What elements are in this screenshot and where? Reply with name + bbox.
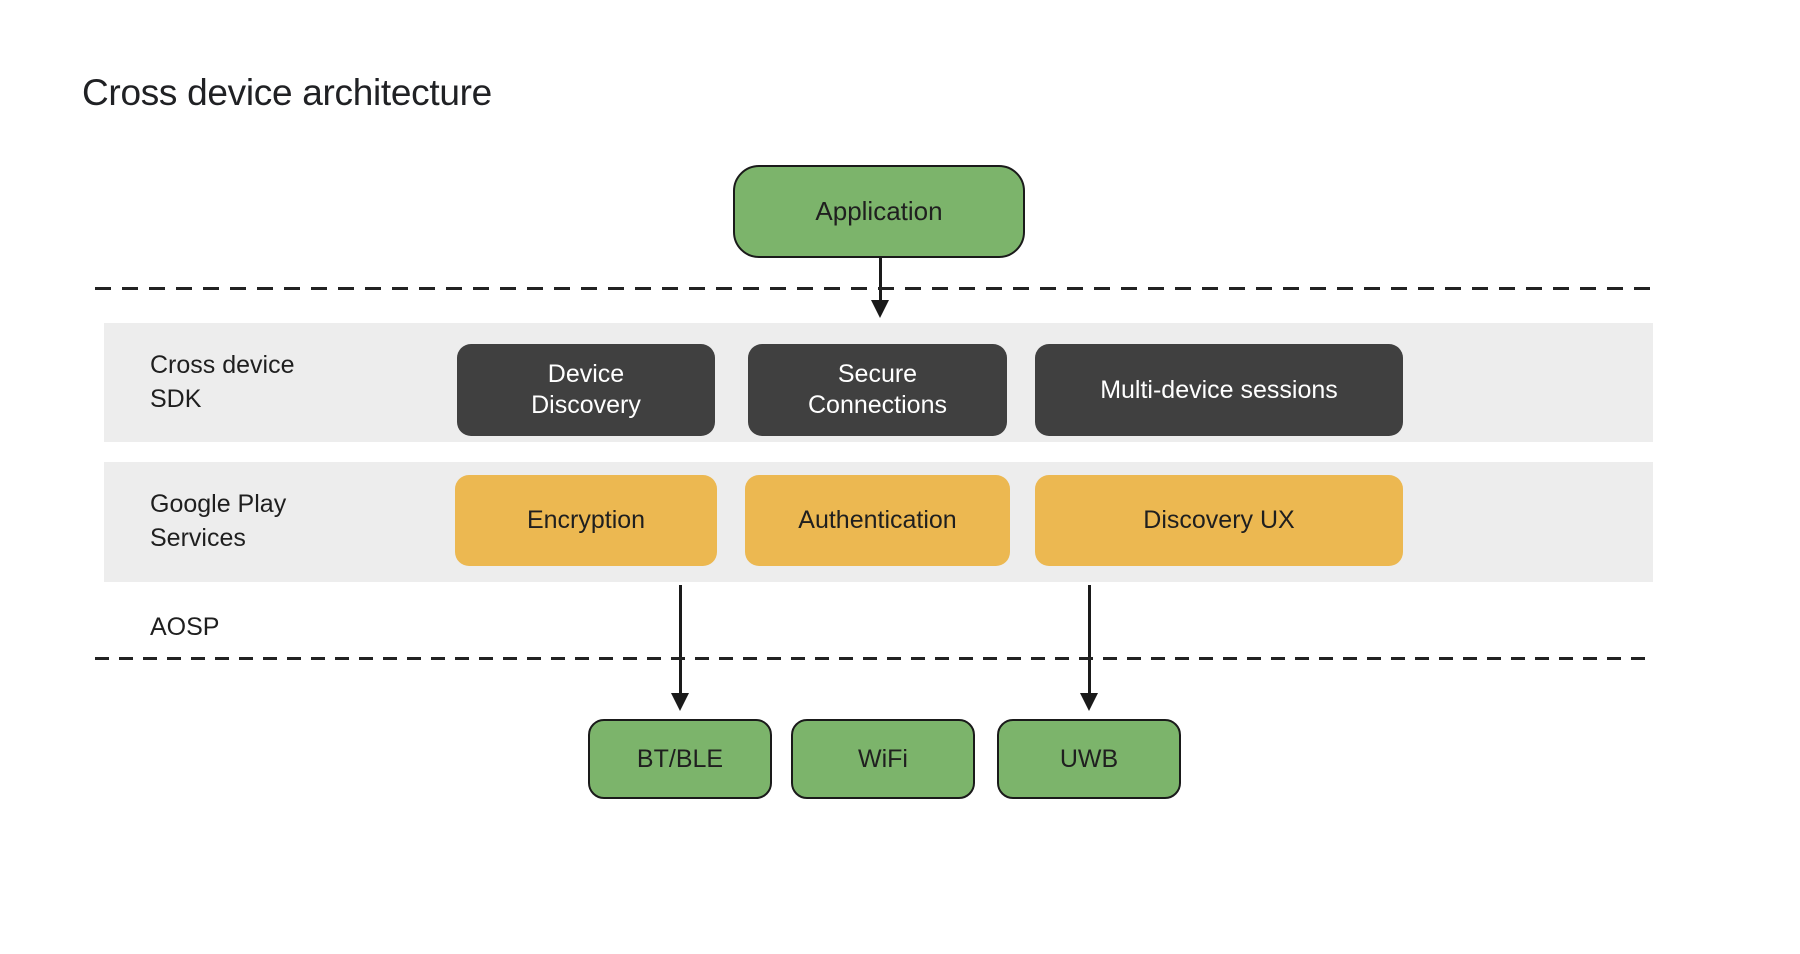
- arrow-encryption-to-btble-head: [671, 693, 689, 711]
- uwb-label: UWB: [1059, 744, 1119, 773]
- arrow-discoveryux-to-uwb-line: [1088, 585, 1091, 695]
- encryption-node: Encryption: [455, 475, 717, 566]
- application-label: Application: [815, 196, 943, 226]
- arrow-discoveryux-to-uwb-head: [1080, 693, 1098, 711]
- btble-node: BT/BLE: [588, 719, 772, 799]
- arrow-application-to-sdk-head: [871, 300, 889, 318]
- discovery-ux-node: Discovery UX: [1035, 475, 1403, 566]
- uwb-node: UWB: [997, 719, 1181, 799]
- wifi-node: WiFi: [791, 719, 975, 799]
- boundary-dashed-line-top: [95, 287, 1651, 290]
- multi-device-sessions-label: Multi-device sessions: [1100, 375, 1338, 404]
- wifi-label: WiFi: [858, 744, 908, 773]
- encryption-label: Encryption: [526, 506, 646, 534]
- device-discovery-label: Device Discovery: [531, 360, 641, 419]
- page-title: Cross device architecture: [82, 72, 492, 113]
- authentication-node: Authentication: [745, 475, 1010, 566]
- arrow-application-to-sdk-line: [879, 258, 882, 302]
- arrow-encryption-to-btble-line: [679, 585, 682, 695]
- secure-connections-node: Secure Connections: [748, 344, 1007, 436]
- aosp-label: AOSP: [150, 613, 220, 641]
- multi-device-sessions-node: Multi-device sessions: [1035, 344, 1403, 436]
- btble-label: BT/BLE: [636, 744, 724, 773]
- application-node: Application: [733, 165, 1025, 258]
- sdk-band-label: Cross device SDK: [150, 351, 295, 413]
- discovery-ux-label: Discovery UX: [1143, 506, 1295, 534]
- boundary-dashed-line-bottom: [95, 657, 1651, 660]
- device-discovery-node: Device Discovery: [457, 344, 715, 436]
- authentication-label: Authentication: [798, 506, 957, 534]
- google-play-services-band-label: Google Play Services: [150, 490, 287, 552]
- secure-connections-label: Secure Connections: [808, 360, 947, 419]
